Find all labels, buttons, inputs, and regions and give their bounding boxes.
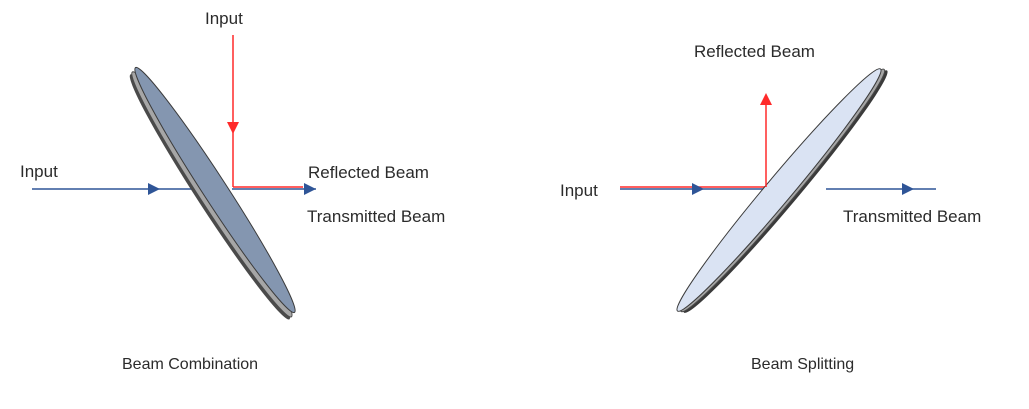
left-input-blue-arrow <box>148 183 160 195</box>
left-input-left-label: Input <box>20 162 58 181</box>
left-transmitted-label: Transmitted Beam <box>307 207 445 226</box>
beam-combination-caption: Beam Combination <box>122 356 258 373</box>
right-input-label: Input <box>560 181 598 200</box>
left-reflected-label: Reflected Beam <box>308 163 429 182</box>
beam-splitting-caption: Beam Splitting <box>751 356 854 373</box>
right-transmitted-label: Transmitted Beam <box>843 207 981 226</box>
right-reflected-red-arrow <box>760 93 772 105</box>
beam-splitting-panel: Reflected Beam Input Transmitted Beam Be… <box>560 42 981 373</box>
left-input-red-arrow <box>227 122 239 134</box>
right-input-arrow <box>692 183 704 195</box>
right-transmitted-blue-arrow <box>902 183 914 195</box>
combiner-plate <box>129 66 296 320</box>
splitter-plate <box>676 68 888 313</box>
beam-combination-panel: Input Input Reflected Beam Transmitted B… <box>20 9 445 373</box>
right-reflected-label: Reflected Beam <box>694 42 815 61</box>
left-input-top-label: Input <box>205 9 243 28</box>
left-transmitted-blue-arrow <box>304 183 316 195</box>
